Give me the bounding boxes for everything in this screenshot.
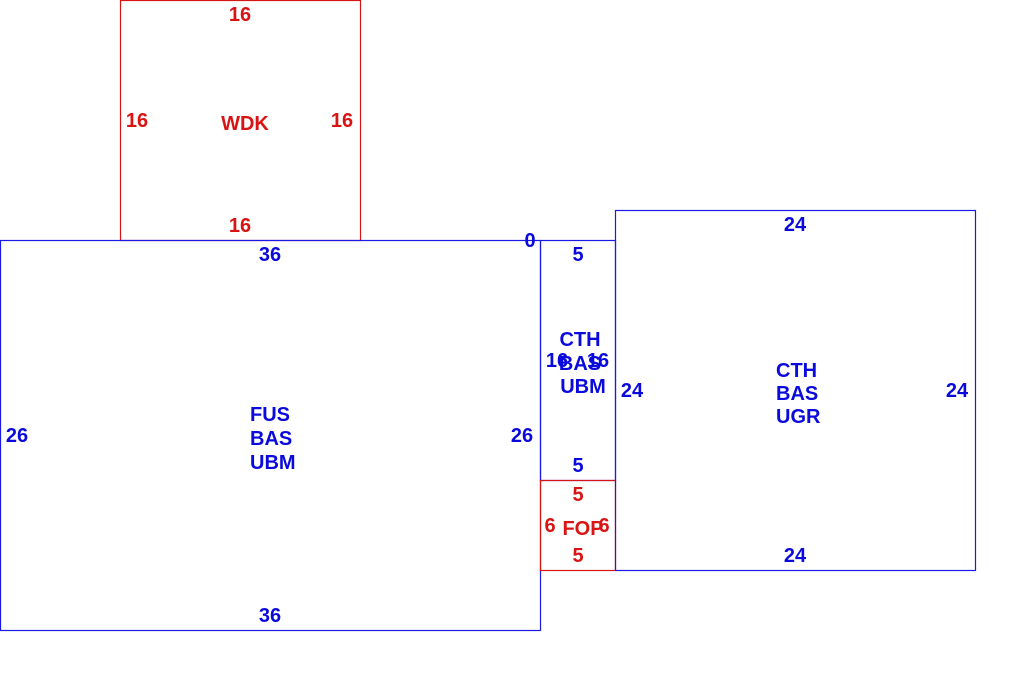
area-cth-ugr-label-line-3: UGR [776, 406, 821, 428]
area-cth-ugr-outline [614, 209, 977, 572]
area-cth-ubm-label-line-2: BAS [559, 353, 601, 375]
area-fus: FUS BAS UBM 36 36 26 26 [0, 239, 542, 632]
area-fus-bottom-dimension: 36 [259, 605, 281, 627]
area-fus-label-line-2: BAS [250, 428, 292, 450]
area-fop: FOP 5 5 6 6 [539, 479, 617, 572]
area-cth-ubm-top-dimension: 5 [572, 244, 583, 266]
area-fus-left-dimension: 26 [6, 425, 28, 447]
area-fus-label-line-3: UBM [250, 452, 296, 474]
area-wdk-bottom-dimension: 16 [229, 215, 251, 237]
area-cth-ugr-left-dimension: 24 [621, 380, 644, 402]
area-wdk-right-dimension: 16 [331, 110, 353, 132]
area-fus-right-dimension: 26 [511, 425, 533, 447]
area-fop-top-dimension: 5 [572, 484, 583, 506]
area-fop-right-dimension: 6 [598, 515, 609, 537]
area-cth-ubm-left-dimension: 16 [546, 350, 568, 372]
area-cth-ugr: CTH BAS UGR 24 24 24 24 [614, 209, 977, 572]
area-fop-left-dimension: 6 [544, 515, 555, 537]
area-fop-bottom-dimension: 5 [572, 545, 583, 567]
area-cth-ugr-label-line-1: CTH [776, 360, 817, 382]
area-wdk-left-dimension: 16 [126, 110, 148, 132]
area-fus-top-dimension: 36 [259, 244, 281, 266]
area-cth-ubm: CTH BAS UBM 5 5 16 16 [539, 239, 617, 482]
zero-dimension-label: 0 [524, 230, 535, 252]
area-cth-ugr-top-dimension: 24 [784, 214, 807, 236]
area-fus-label-line-1: FUS [250, 404, 290, 426]
area-cth-ugr-bottom-dimension: 24 [784, 545, 807, 567]
area-wdk: WDK 16 16 16 16 [119, 0, 362, 242]
area-cth-ugr-right-dimension: 24 [946, 380, 969, 402]
area-cth-ugr-label-line-2: BAS [776, 383, 818, 405]
area-cth-ubm-label-line-1: CTH [559, 329, 600, 351]
area-wdk-top-dimension: 16 [229, 4, 251, 26]
area-cth-ubm-label-line-3: UBM [560, 376, 606, 398]
area-cth-ubm-bottom-dimension: 5 [572, 455, 583, 477]
area-wdk-label: WDK [221, 113, 269, 135]
area-cth-ubm-right-dimension: 16 [587, 350, 609, 372]
area-fop-label: FOP [562, 518, 603, 540]
